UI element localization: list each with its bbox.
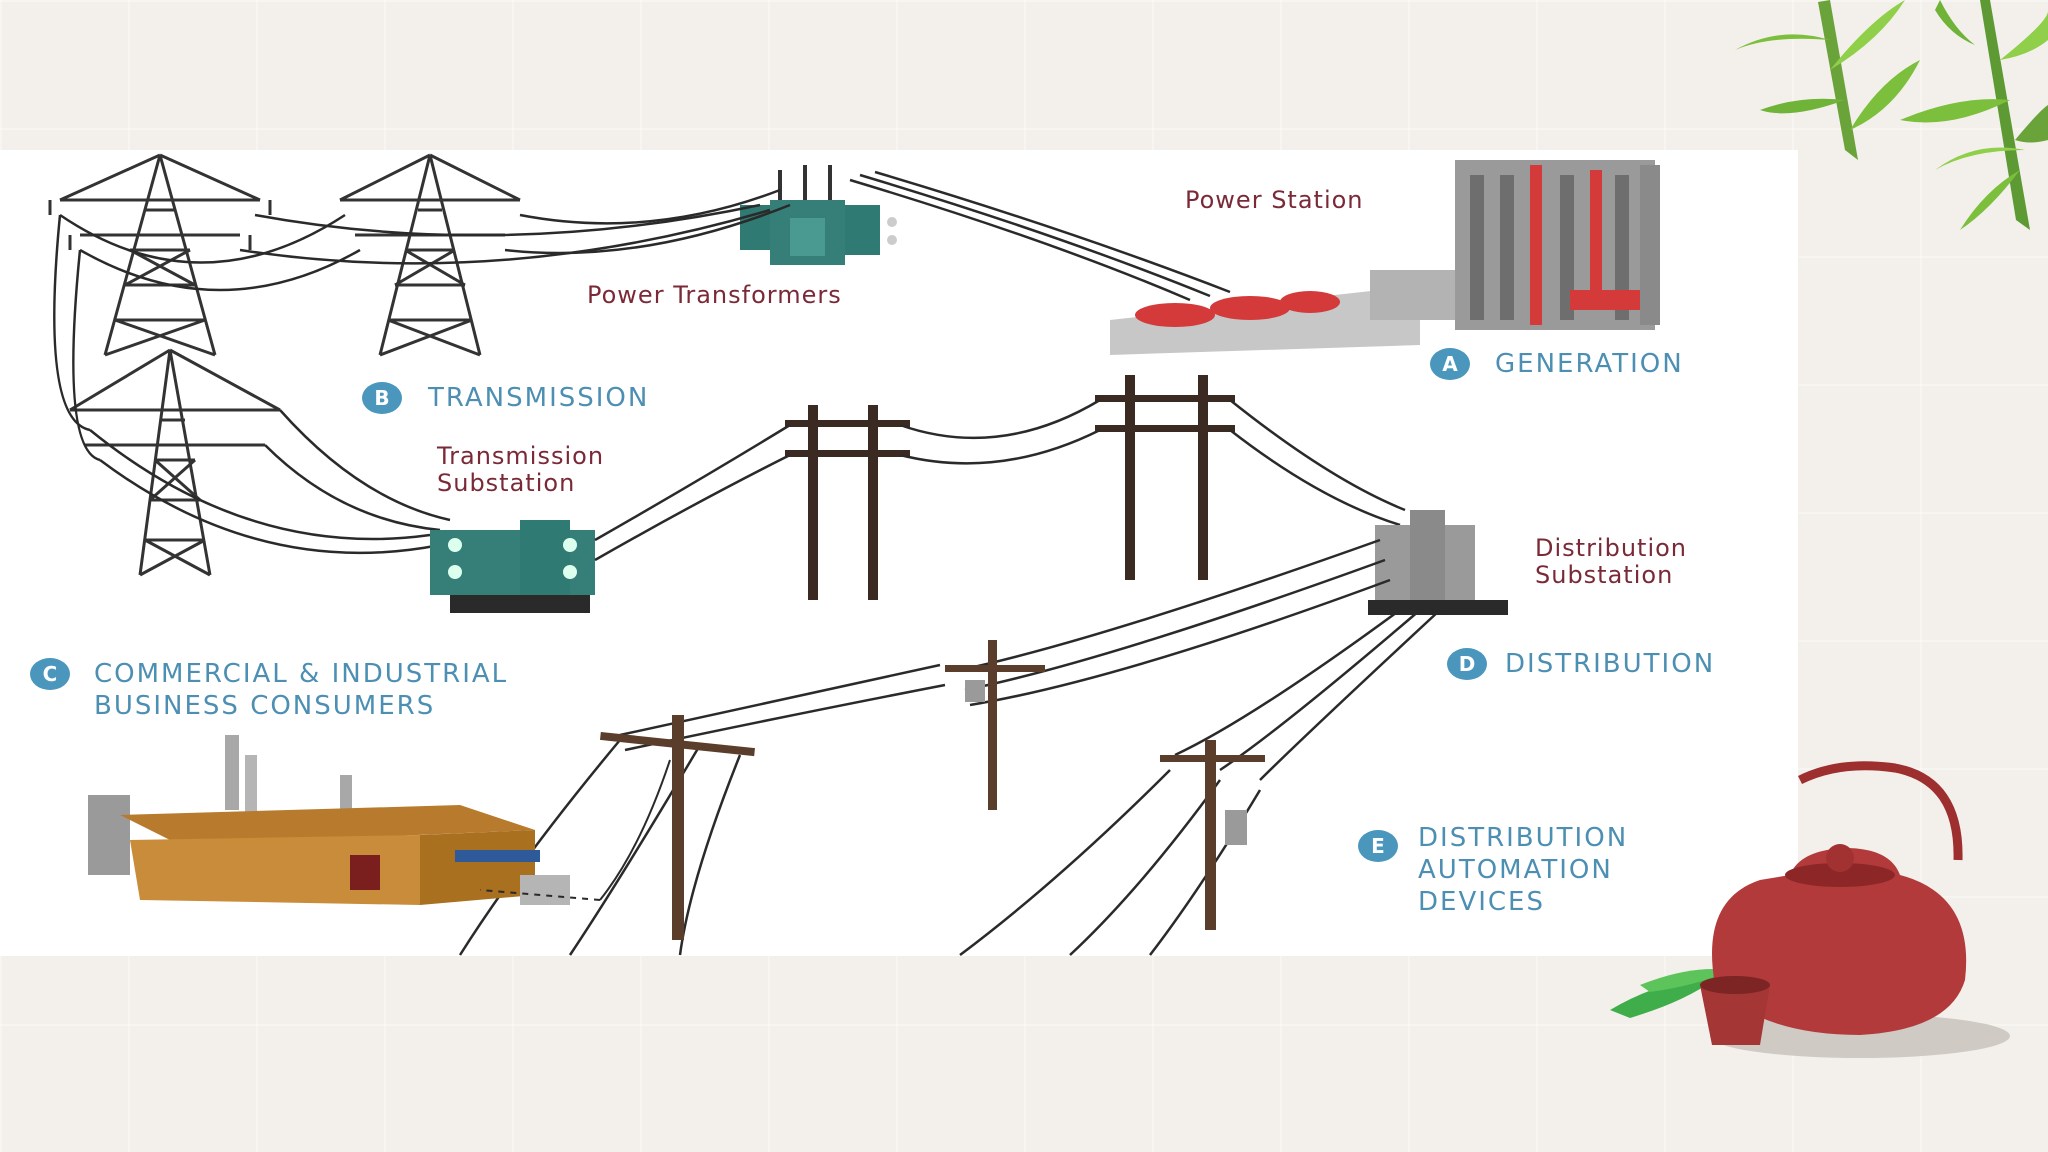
distribution-lines: [458, 538, 1441, 956]
teapot-decoration: [1610, 761, 2010, 1058]
generation-badge: A: [1430, 348, 1470, 380]
commercial-label-line2: BUSINESS CONSUMERS: [94, 691, 436, 721]
power-station-label: Power Station: [1185, 186, 1364, 214]
generation-label: GENERATION: [1495, 349, 1684, 379]
utility-poles: [785, 375, 1235, 600]
automation-label-line1: DISTRIBUTION: [1418, 823, 1629, 853]
automation-badge: E: [1358, 830, 1398, 862]
transmission-tower-3: [69, 348, 281, 577]
power-transformers-illustration: [740, 165, 897, 265]
automation-label-line2: AUTOMATION: [1418, 855, 1613, 885]
transmission-label: TRANSMISSION: [428, 383, 650, 413]
bamboo-leaves-decoration: [1735, 0, 2048, 230]
distribution-substation-label-line2: Substation: [1535, 561, 1674, 589]
transmission-substation-label-line2: Substation: [437, 469, 576, 497]
distribution-badge: D: [1447, 648, 1487, 680]
power-transformers-label: Power Transformers: [587, 281, 842, 309]
transmission-substation-label-line1: Transmission: [437, 442, 605, 470]
transmission-badge: B: [362, 382, 402, 414]
power-station-illustration: [1110, 160, 1660, 355]
commercial-label-line1: COMMERCIAL & INDUSTRIAL: [94, 659, 509, 689]
transmission-substation-illustration: [430, 520, 595, 613]
distribution-substation-label-line1: Distribution: [1535, 534, 1688, 562]
factory-illustration: [88, 735, 570, 905]
transmission-lines: [53, 170, 1231, 555]
transmission-tower-1: [48, 153, 272, 357]
distribution-label: DISTRIBUTION: [1505, 649, 1716, 679]
distribution-substation-illustration: [1368, 510, 1508, 615]
substation-feed-lines: [594, 398, 1406, 562]
transmission-tower-2: [339, 153, 521, 357]
service-drop-lines: [479, 759, 671, 901]
distribution-poles: [600, 640, 1265, 940]
commercial-badge: C: [30, 658, 70, 690]
automation-label-line3: DEVICES: [1418, 887, 1545, 917]
